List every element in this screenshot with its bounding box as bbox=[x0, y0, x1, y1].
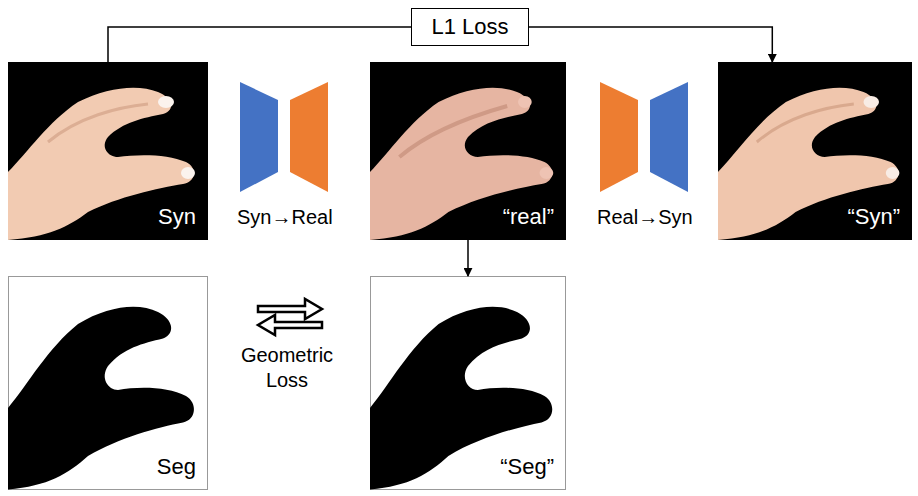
network-label: Syn→Real bbox=[237, 205, 333, 230]
reconstructed-hand-image bbox=[718, 62, 912, 240]
panel-caption: “Seg” bbox=[500, 454, 554, 480]
real-to-syn-network bbox=[600, 82, 688, 192]
connector bbox=[108, 27, 411, 62]
mask-panel: Seg bbox=[8, 276, 208, 490]
image-panel: “real” bbox=[370, 62, 566, 240]
segmentation-mask bbox=[8, 277, 208, 490]
network-label: Real→Syn bbox=[597, 205, 693, 230]
syn-to-real-network bbox=[240, 82, 328, 192]
connector bbox=[529, 27, 772, 62]
panel-caption: “real” bbox=[503, 204, 554, 230]
panel-caption: Syn bbox=[158, 204, 196, 230]
image-panel: “Syn” bbox=[718, 62, 912, 240]
loss-box: L1 Loss bbox=[411, 8, 529, 46]
real-hand-image bbox=[370, 62, 566, 240]
synthetic-hand-image bbox=[8, 62, 208, 240]
panel-caption: Seg bbox=[157, 454, 196, 480]
loss-name: L1 Loss bbox=[431, 14, 508, 40]
loss-label: Geometric Loss bbox=[232, 343, 342, 393]
geometric-loss-symbol bbox=[258, 299, 322, 335]
predicted-segmentation-mask bbox=[370, 277, 566, 490]
image-panel: Syn bbox=[8, 62, 208, 240]
connector bbox=[467, 240, 469, 276]
panel-caption: “Syn” bbox=[847, 204, 900, 230]
mask-panel: “Seg” bbox=[370, 276, 566, 490]
